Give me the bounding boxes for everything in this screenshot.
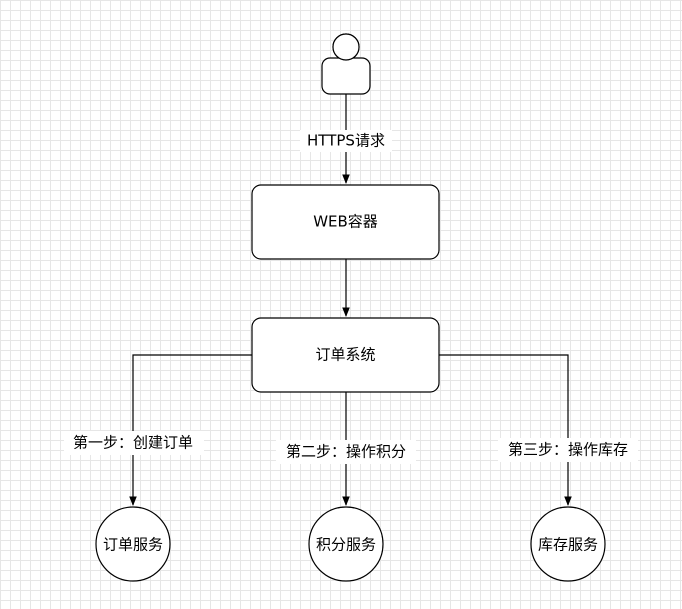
node-points-service-label: 积分服务 <box>316 536 376 554</box>
node-order-system[interactable]: 订单系统 <box>251 317 440 393</box>
node-points-service[interactable]: 积分服务 <box>308 506 384 582</box>
edge-label-https-request: HTTPS请求 <box>307 132 385 150</box>
node-order-service-label: 订单服务 <box>103 536 163 554</box>
user-actor-icon[interactable] <box>321 33 371 95</box>
node-web-container[interactable]: WEB容器 <box>251 184 440 260</box>
edge-label-step-three: 第三步：操作库存 <box>508 441 628 459</box>
edge-label-bg <box>276 440 416 464</box>
edge-label-bg <box>498 438 638 462</box>
node-order-system-label: 订单系统 <box>315 346 375 364</box>
node-web-label: WEB容器 <box>313 213 378 231</box>
node-order-service[interactable]: 订单服务 <box>95 506 171 582</box>
edge-order-to-points-service: 第二步：操作积分 <box>276 392 416 506</box>
edge-order-to-order-service: 第一步：创建订单 <box>64 354 252 506</box>
edge-label-step-two: 第二步：操作积分 <box>286 443 406 461</box>
node-stock-service-label: 库存服务 <box>538 536 598 554</box>
edge-label-bg <box>300 130 392 152</box>
node-stock-service[interactable]: 库存服务 <box>530 506 606 582</box>
edge-order-to-stock-service: 第三步：操作库存 <box>439 354 638 506</box>
edge-user-to-web: HTTPS请求 <box>300 94 392 184</box>
edge-label-step-one: 第一步：创建订单 <box>73 434 193 452</box>
edge-label-bg <box>64 431 204 455</box>
